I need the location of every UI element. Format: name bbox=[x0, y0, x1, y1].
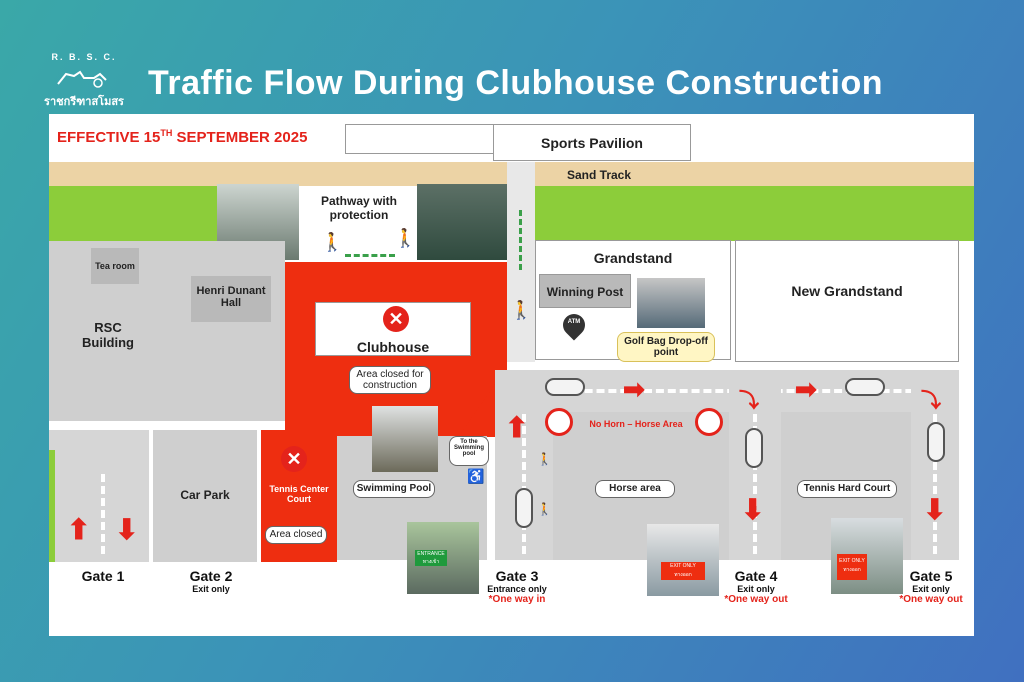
rsc-building bbox=[49, 241, 285, 421]
gate-4: Gate 4 Exit only *One way out bbox=[715, 568, 797, 605]
exit-only-sign: EXIT ONLY ทางออก bbox=[661, 562, 705, 580]
rsc-building-label: RSC Building bbox=[82, 320, 134, 350]
grandstand-label: Grandstand bbox=[593, 250, 673, 266]
no-horn-icon bbox=[695, 408, 723, 436]
arrow-down-icon: ⬇ bbox=[741, 494, 765, 525]
gate-name: Gate 1 bbox=[81, 568, 125, 584]
car-icon bbox=[545, 378, 585, 396]
horse-carriage-icon bbox=[57, 70, 107, 88]
gate-1: Gate 1 bbox=[63, 568, 143, 584]
car-park-label: Car Park bbox=[180, 488, 230, 502]
new-grandstand: New Grandstand bbox=[735, 240, 959, 362]
gate-name: Gate 5 bbox=[909, 568, 953, 584]
golf-bag-dropoff: Golf Bag Drop-off point bbox=[617, 332, 715, 362]
arrow-down-icon: ⬇ bbox=[115, 514, 139, 545]
arrow-right-icon: ➡ bbox=[623, 374, 645, 404]
walkway-dashed-arrow bbox=[519, 210, 522, 270]
traffic-map: EFFECTIVE 15TH SEPTEMBER 2025 Sports Pav… bbox=[49, 114, 974, 636]
pathway-photo-right bbox=[417, 184, 507, 260]
effective-date: EFFECTIVE 15TH SEPTEMBER 2025 bbox=[57, 128, 307, 146]
blank-box bbox=[345, 124, 495, 154]
gate-sub: Exit only bbox=[912, 584, 950, 594]
sports-pavilion: Sports Pavilion bbox=[493, 124, 691, 161]
pathway-dashed-arrow bbox=[345, 254, 395, 257]
arrow-up-icon: ⬆ bbox=[67, 514, 91, 545]
gate1-road bbox=[49, 430, 149, 562]
gate-note: *One way out bbox=[724, 594, 788, 605]
gate1-road-dashes bbox=[101, 474, 105, 554]
pathway-panel bbox=[299, 186, 417, 260]
no-horn-icon bbox=[545, 408, 573, 436]
pathway-label: Pathway with protection bbox=[320, 194, 397, 222]
rbsc-logo: R. B. S. C. ราชกรีฑาสโมสร bbox=[44, 52, 124, 114]
henri-dunant-hall: Henri Dunant Hall bbox=[191, 276, 271, 322]
gate-note: *One way out bbox=[899, 594, 963, 605]
pedestrian-icon: 🚶 bbox=[394, 228, 417, 248]
sand-track-label: Sand Track bbox=[566, 168, 632, 182]
atm-label: ATM bbox=[567, 319, 581, 325]
gate-5: Gate 5 Exit only *One way out bbox=[891, 568, 971, 605]
tennis-center-label: Tennis Center Court bbox=[269, 484, 329, 504]
effective-date-prefix: EFFECTIVE 15 bbox=[57, 129, 161, 146]
gate-sub: Entrance only bbox=[487, 584, 547, 594]
closed-x-icon: ✕ bbox=[383, 306, 409, 332]
gate-name: Gate 4 bbox=[734, 568, 778, 584]
wheelchair-icon: ♿ bbox=[467, 468, 485, 484]
effective-date-suffix: SEPTEMBER 2025 bbox=[172, 129, 308, 146]
winning-post: Winning Post bbox=[539, 274, 631, 308]
gate5-road-dashes bbox=[933, 414, 937, 554]
exit-only-sign: EXIT ONLY ทางออก bbox=[837, 554, 867, 580]
car-icon bbox=[515, 488, 533, 528]
arrow-down-right-icon: ⤵ bbox=[739, 390, 759, 412]
clubhouse-label: Clubhouse bbox=[356, 339, 430, 355]
effective-date-sup: TH bbox=[160, 128, 173, 138]
pedestrian-icon: 🚶 bbox=[537, 452, 552, 466]
closed-x-icon: ✕ bbox=[281, 446, 307, 472]
gate-name: Gate 2 bbox=[189, 568, 233, 584]
horse-area-label: Horse area bbox=[595, 480, 675, 498]
swimming-pool-photo bbox=[372, 406, 438, 472]
gate1-grass bbox=[49, 450, 55, 562]
gate4-road-dashes bbox=[753, 414, 757, 554]
gate-sub: Exit only bbox=[192, 584, 230, 594]
arrow-right-icon: ➡ bbox=[795, 374, 817, 404]
tea-room: Tea room bbox=[91, 248, 139, 284]
page-title: Traffic Flow During Clubhouse Constructi… bbox=[148, 64, 883, 102]
gate-3: Gate 3 Entrance only *One way in bbox=[477, 568, 557, 605]
grandstand-photo bbox=[637, 278, 705, 328]
arrow-down-icon: ⬇ bbox=[923, 494, 947, 525]
pedestrian-icon: 🚶 bbox=[537, 502, 552, 516]
swimming-pool-label: Swimming Pool bbox=[353, 480, 435, 498]
gate-note: *One way in bbox=[488, 594, 546, 605]
car-park bbox=[153, 430, 257, 562]
clubhouse-closed-note: Area closed for construction bbox=[349, 366, 431, 394]
arrow-down-right-icon: ⤵ bbox=[921, 390, 941, 412]
gate-sub: Exit only bbox=[737, 584, 775, 594]
no-horn-label: No Horn – Horse Area bbox=[589, 419, 683, 429]
car-icon bbox=[927, 422, 945, 462]
logo-seal-text: R. B. S. C. bbox=[51, 52, 117, 62]
gate-2: Gate 2 Exit only bbox=[171, 568, 251, 594]
car-icon bbox=[845, 378, 885, 396]
pedestrian-icon: 🚶 bbox=[510, 300, 533, 320]
tennis-closed-note: Area closed bbox=[265, 526, 327, 544]
tennis-hard-court-label: Tennis Hard Court bbox=[797, 480, 897, 498]
logo-thai-text: ราชกรีฑาสโมสร bbox=[44, 96, 124, 108]
gate-name: Gate 3 bbox=[495, 568, 539, 584]
arrow-up-icon: ⬆ bbox=[505, 412, 529, 443]
pedestrian-icon: 🚶 bbox=[321, 232, 344, 252]
entrance-sign: ENTRANCE ทางเข้า bbox=[415, 550, 447, 566]
car-icon bbox=[745, 428, 763, 468]
gate3-road-dashes bbox=[522, 414, 526, 554]
to-swimming-pool: To the Swimming pool bbox=[449, 436, 489, 466]
gate4-photo bbox=[647, 524, 719, 596]
